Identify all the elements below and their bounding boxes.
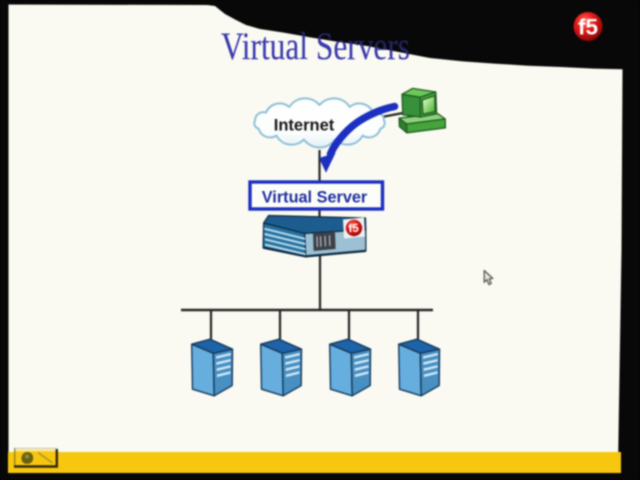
svg-text:Internet: Internet: [274, 117, 335, 135]
svg-text:f5: f5: [348, 223, 360, 236]
svg-text:Virtual Servers: Virtual Servers: [221, 25, 410, 68]
svg-text:f5: f5: [578, 15, 598, 40]
svg-text:Virtual Server: Virtual Server: [262, 187, 368, 206]
